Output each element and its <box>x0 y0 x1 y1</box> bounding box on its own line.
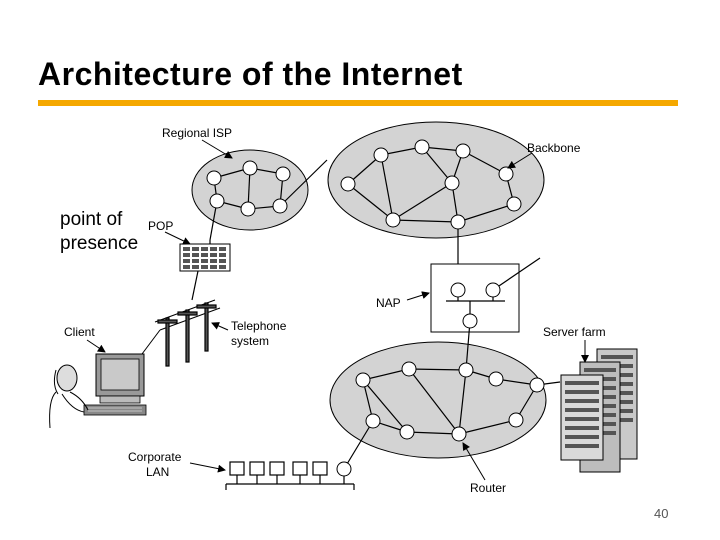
title-underline-bar <box>38 100 678 106</box>
lower-network-links <box>343 368 561 470</box>
corporate-cloud <box>329 341 547 459</box>
label-telephone-line1: Telephone <box>231 319 287 333</box>
client-computer-icon <box>83 353 147 416</box>
server-farm-icon <box>560 348 638 473</box>
label-corporate-line2: LAN <box>146 465 169 479</box>
annotation-line1: point of <box>60 209 123 230</box>
label-arrows <box>86 139 589 481</box>
label-backbone: Backbone <box>527 141 581 155</box>
page-number: 40 <box>654 506 669 521</box>
point-of-presence-annotation: point of presence <box>60 208 138 256</box>
pop-modem-rack-icon <box>179 243 231 272</box>
label-pop: POP <box>148 219 173 233</box>
annotation-line2: presence <box>60 233 139 254</box>
label-router: Router <box>470 481 506 495</box>
label-regional-isp: Regional ISP <box>162 126 232 140</box>
telephone-poles-icon <box>154 299 221 367</box>
label-client: Client <box>64 325 95 339</box>
corporate-lan <box>225 461 355 490</box>
nap-links <box>446 257 541 371</box>
routers <box>206 139 545 477</box>
pop-to-poles-link <box>191 270 199 301</box>
backbone-cloud <box>327 121 545 239</box>
label-server-farm: Server farm <box>543 325 606 339</box>
slide-title: Architecture of the Internet <box>38 56 463 92</box>
label-nap: NAP <box>376 296 401 310</box>
label-corporate-line1: Corporate <box>128 450 182 464</box>
client-person-icon <box>49 364 89 429</box>
label-telephone-line2: system <box>231 334 269 348</box>
